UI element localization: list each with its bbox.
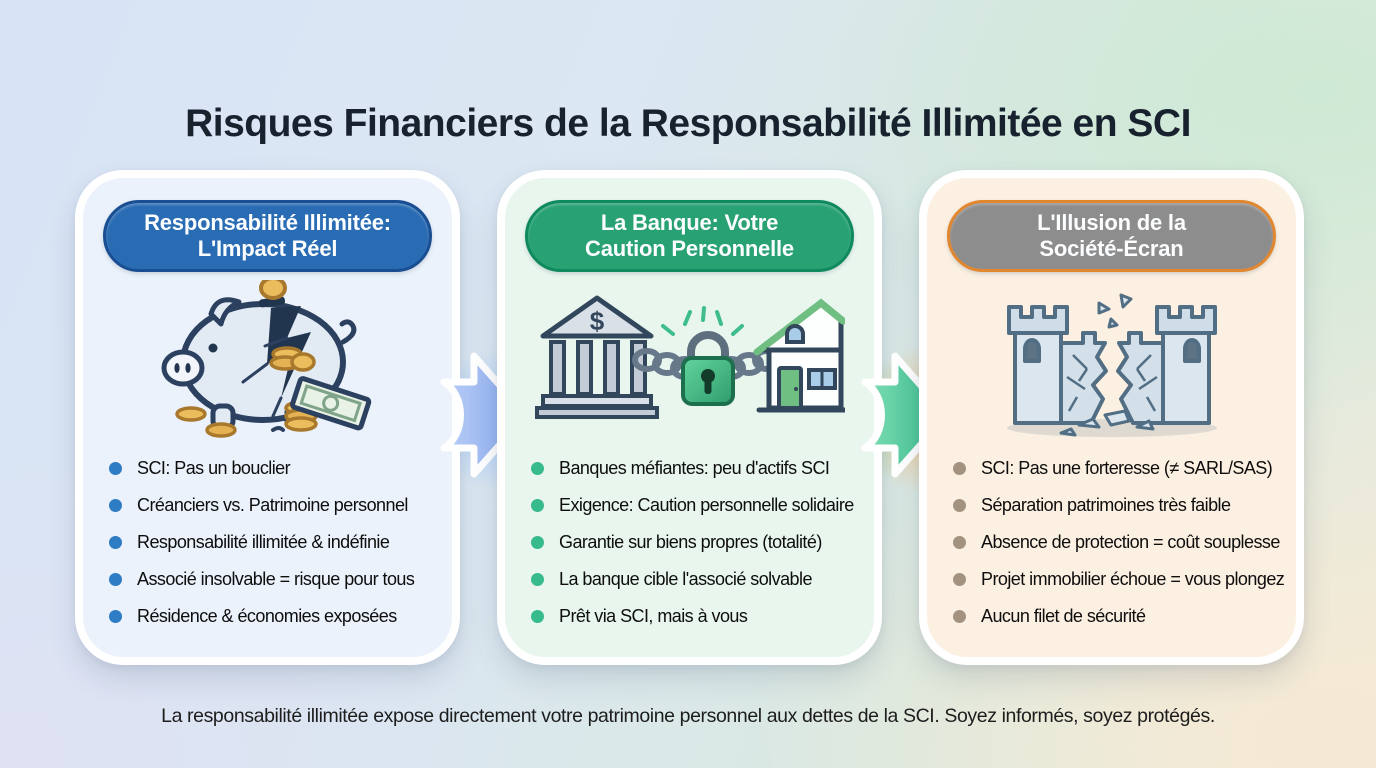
card-header-pill: La Banque: Votre Caution Personnelle	[525, 200, 854, 272]
bullet-dot	[953, 535, 966, 549]
list-item: Résidence & économies exposées	[109, 598, 444, 635]
list-item: Projet immobilier échoue = vous plongez	[953, 561, 1288, 598]
list-item: Créanciers vs. Patrimoine personnel	[109, 487, 444, 524]
bullet-list: Banques méfiantes: peu d'actifs SCI Exig…	[505, 450, 874, 635]
list-item: Aucun filet de sécurité	[953, 598, 1288, 635]
footer-summary-text: La responsabilité illimitée expose direc…	[161, 705, 1215, 727]
card-header-line2: L'Impact Réel	[197, 235, 338, 261]
list-item: Séparation patrimoines très faible	[953, 487, 1288, 524]
bullet-dot	[531, 535, 544, 549]
bank-chained-to-house-lock-icon: $	[534, 295, 845, 419]
bullet-dot	[109, 461, 122, 475]
card-header-line2: Société-Écran	[1039, 235, 1184, 261]
list-item: Banques méfiantes: peu d'actifs SCI	[531, 450, 866, 487]
card-bank-guarantee: La Banque: Votre Caution Personnelle $	[497, 170, 882, 665]
bullet-dot	[109, 535, 122, 549]
bullet-dot	[953, 461, 966, 475]
card-header-line1: La Banque: Votre	[600, 210, 779, 235]
card-unlimited-liability: Responsabilité Illimitée: L'Impact Réel	[75, 170, 460, 665]
broken-piggy-bank-icon	[161, 280, 372, 439]
card-header-line1: L'Illusion de la	[1037, 210, 1186, 235]
list-item: Prêt via SCI, mais à vous	[531, 598, 866, 635]
bullet-dot	[953, 572, 966, 586]
list-item: Exigence: Caution personnelle solidaire	[531, 487, 866, 524]
card-header-line1: Responsabilité Illimitée:	[144, 210, 391, 235]
card-header-pill: Responsabilité Illimitée: L'Impact Réel	[103, 200, 432, 272]
bullet-dot	[953, 609, 966, 623]
bullet-dot	[531, 572, 544, 586]
list-item: La banque cible l'associé solvable	[531, 561, 866, 598]
list-item: Absence de protection = coût souplesse	[953, 524, 1288, 561]
card-icon-area	[927, 278, 1296, 448]
card-icon-area: $	[505, 278, 874, 448]
list-item: Associé insolvable = risque pour tous	[109, 561, 444, 598]
bullet-dot	[531, 609, 544, 623]
list-item: Garantie sur biens propres (totalité)	[531, 524, 866, 561]
card-header-line2: Caution Personnelle	[585, 235, 794, 261]
bullet-dot	[109, 609, 122, 623]
card-icon-area	[83, 278, 452, 448]
bullet-list: SCI: Pas une forteresse (≠ SARL/SAS) Sép…	[927, 450, 1296, 635]
bullet-dot	[953, 498, 966, 512]
bullet-dot	[109, 498, 122, 512]
bullet-dot	[109, 572, 122, 586]
bullet-dot	[531, 498, 544, 512]
list-item: SCI: Pas une forteresse (≠ SARL/SAS)	[953, 450, 1288, 487]
card-header-pill: L'Illusion de la Société-Écran	[947, 200, 1276, 272]
list-item: SCI: Pas un bouclier	[109, 450, 444, 487]
shattered-glass-fortress-icon	[1006, 293, 1217, 438]
page-title: Risques Financiers de la Responsabilité …	[185, 102, 1191, 146]
list-item: Responsabilité illimitée & indéfinie	[109, 524, 444, 561]
card-screen-company-illusion: L'Illusion de la Société-Écran	[919, 170, 1304, 665]
bullet-dot	[531, 461, 544, 475]
bullet-list: SCI: Pas un bouclier Créanciers vs. Patr…	[83, 450, 452, 635]
svg-text:$: $	[589, 306, 604, 336]
